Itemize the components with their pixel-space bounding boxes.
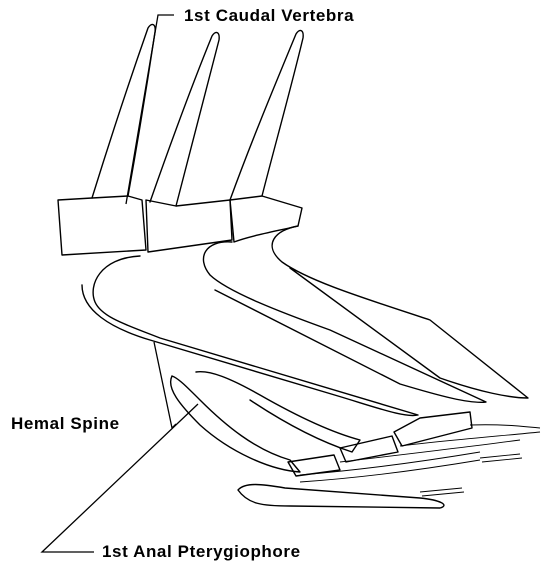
neural-spine-1: [92, 25, 155, 198]
fin-radial-2: [288, 455, 340, 476]
vertebra-2: [146, 200, 232, 252]
vertebra-3: [230, 196, 302, 242]
vertebrae: [58, 196, 302, 255]
hemal-spine-3: [272, 226, 528, 398]
leader-first-caudal-vertebra: [126, 15, 174, 204]
leader-lines: [42, 15, 198, 552]
fin-rays: [238, 412, 540, 508]
anal-pterygiophores: [171, 372, 360, 472]
fin-ray-hatching: [420, 454, 522, 496]
fin-radial-1: [238, 485, 444, 509]
label-first-anal-pterygiophore: 1st Anal Pterygiophore: [102, 542, 301, 561]
neural-spines: [92, 25, 303, 206]
fin-radial-3: [340, 436, 398, 462]
vertebra-1: [58, 196, 146, 255]
fin-ray-lines: [300, 425, 540, 482]
fin-radial-4: [394, 412, 472, 446]
hemal-spine-1: [82, 256, 418, 416]
label-hemal-spine: Hemal Spine: [11, 414, 120, 433]
hemal-spine-2: [203, 242, 486, 402]
anal-pterygiophore-2: [196, 372, 360, 452]
neural-spine-3: [230, 31, 303, 200]
anal-pterygiophore-1: [171, 376, 300, 472]
neural-spine-2: [150, 33, 219, 206]
hemal-spines: [82, 226, 528, 416]
leader-hemal-spine: [154, 342, 176, 428]
label-first-caudal-vertebra: 1st Caudal Vertebra: [184, 6, 354, 25]
